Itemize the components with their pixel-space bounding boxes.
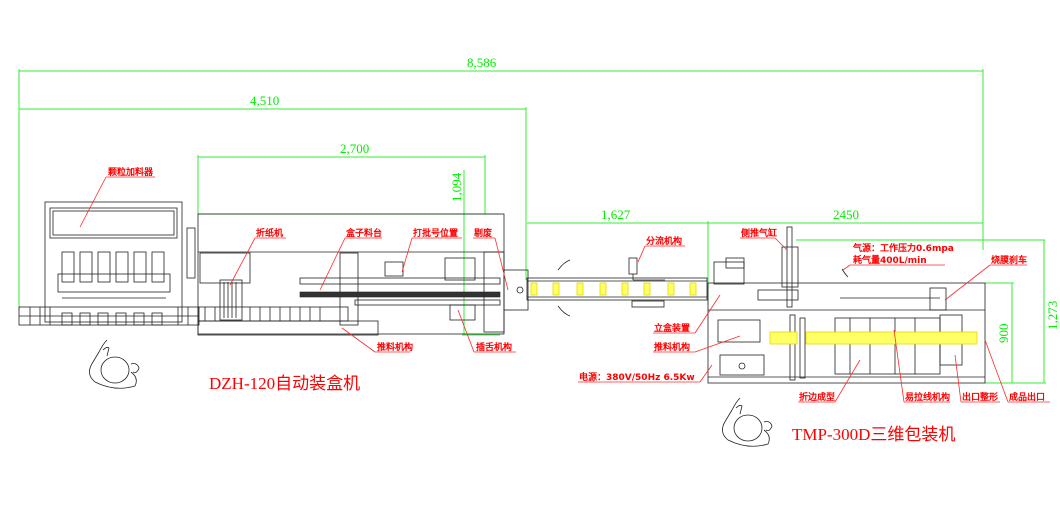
label-folder: 折纸机 [256, 227, 283, 239]
product-band-2 [805, 331, 978, 345]
wrapper-core [834, 317, 941, 375]
label-box-stand: 立盒装置 [654, 322, 690, 334]
label-cartoner-pusher: 推料机构 [377, 341, 413, 353]
air-hose [841, 268, 849, 278]
handwheel [186, 227, 196, 279]
label-batch-print: 打批号位置 [413, 227, 458, 239]
dim-cartoner-body-label: 2,700 [340, 141, 369, 156]
label-feeder: 颗粒加料器 [108, 166, 154, 178]
label-reject: 剔废 [473, 227, 492, 239]
dim-cartoner-length-label: 4,510 [250, 93, 279, 108]
products-on-conveyor [530, 282, 697, 296]
label-diverter: 分流机构 [646, 235, 682, 247]
cartoner-machine [18, 201, 529, 336]
leader-lines [79, 176, 1050, 403]
dim-overall-label: 8,586 [467, 55, 497, 70]
label-edge-fold: 折边成型 [799, 391, 835, 403]
label-wrapper-pusher: 推料机构 [654, 341, 690, 353]
product-band-1 [769, 331, 798, 345]
operator-figure-wrapper [722, 397, 773, 447]
reject-unit [503, 269, 529, 311]
label-product-exit: 成品出口 [1009, 391, 1045, 403]
pusher-cylinder [717, 319, 761, 343]
label-air-consumption: 耗气量400L/min [853, 254, 927, 266]
feeder-heads [57, 251, 171, 326]
dim-wrapper-length-label: 2450 [833, 207, 859, 222]
operator-figure-cartoner [89, 339, 140, 389]
label-exit-shaping: 出口整形 [962, 391, 998, 403]
wrapper-machine [707, 226, 986, 384]
folder-unit [199, 252, 251, 284]
tuck-unit [449, 304, 476, 321]
dim-wrapper-table-height-label: 900 [996, 324, 1011, 344]
box-stand-unit [713, 261, 745, 285]
rail-ticks [19, 307, 199, 325]
transfer-conveyor [526, 257, 708, 317]
feeder-hopper [49, 207, 178, 239]
conveyor-belt [526, 277, 708, 301]
film-brake-unit [929, 287, 947, 311]
roller-top [557, 259, 571, 271]
label-film-brake: 烧膜刹车 [991, 254, 1027, 266]
label-side-cylinder: 侧推气缸 [741, 227, 777, 239]
cartoner-title: DZH-120自动装盒机 [209, 374, 360, 393]
label-tear-tape: 易拉线机构 [905, 391, 950, 403]
box-magazine [339, 252, 359, 326]
label-power: 电源：380V/50Hz 6.5Kw [579, 371, 695, 383]
label-tuck: 插舌机构 [476, 341, 512, 353]
dim-conveyor-label: 1,627 [601, 207, 631, 222]
dim-wrapper-total-height-label: 1,273 [1045, 301, 1060, 330]
transfer-rail-upper [299, 277, 501, 285]
feeder-frame [44, 201, 183, 323]
diverter-unit [628, 257, 638, 275]
side-push-cylinder [786, 226, 793, 308]
dim-cartoner-height-label: 1,094 [449, 172, 464, 202]
label-box-magazine: 盒子料台 [345, 227, 382, 239]
transfer-rail-lower [299, 291, 501, 298]
label-air-source: 气源：工作压力0.6mpa [852, 242, 954, 254]
wrapper-title: TMP-300D三维包装机 [792, 425, 955, 444]
roller-bottom [557, 305, 571, 317]
